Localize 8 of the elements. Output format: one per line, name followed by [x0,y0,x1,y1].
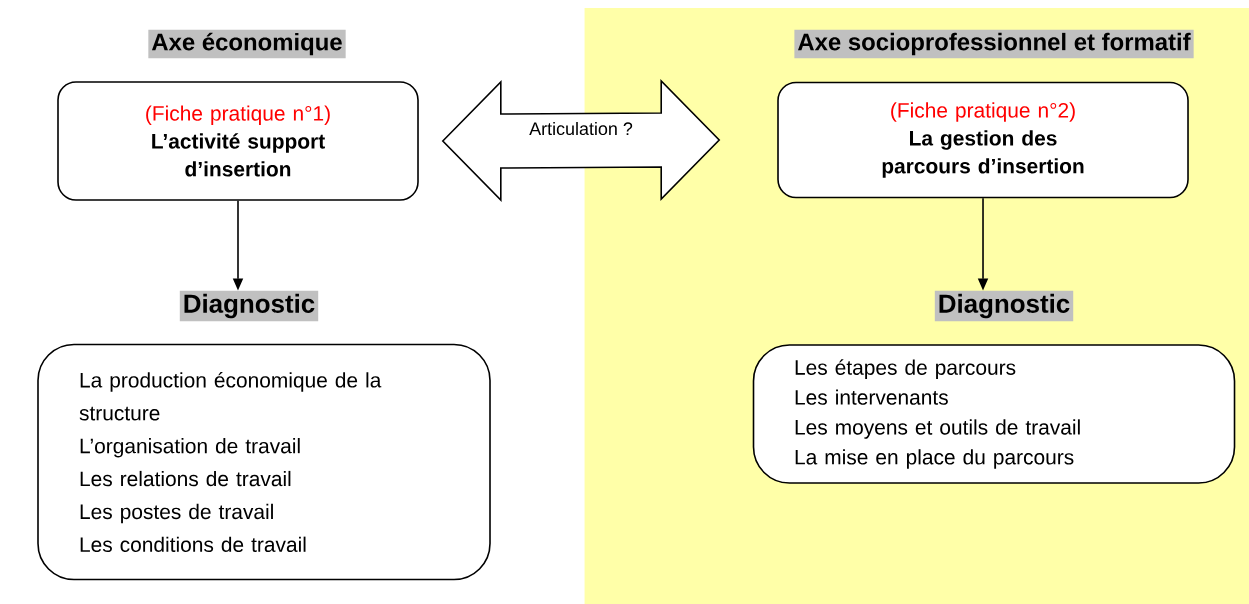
diagnostic-heading: Diagnostic [934,290,1074,322]
list-box: La production économique de la structure L’organisation de travail Les relations de travail Les postes de travail Les conditions de travail [37,343,491,581]
diagnostic-heading: Diagnostic [179,290,319,322]
axis-heading: Axe socioprofessionnel et formatif [794,29,1194,59]
list-box: Les étapes de parcours Les intervenants Les moyens et outils de travail La mise en place du parcours [752,344,1236,484]
sheet-box: (Fiche pratique n°1) L’activité support d’insertion [57,81,419,201]
axis-heading: Axe économique [148,29,346,59]
sheet-box: (Fiche pratique n°2) La gestion des parcours d’insertion [777,81,1189,199]
